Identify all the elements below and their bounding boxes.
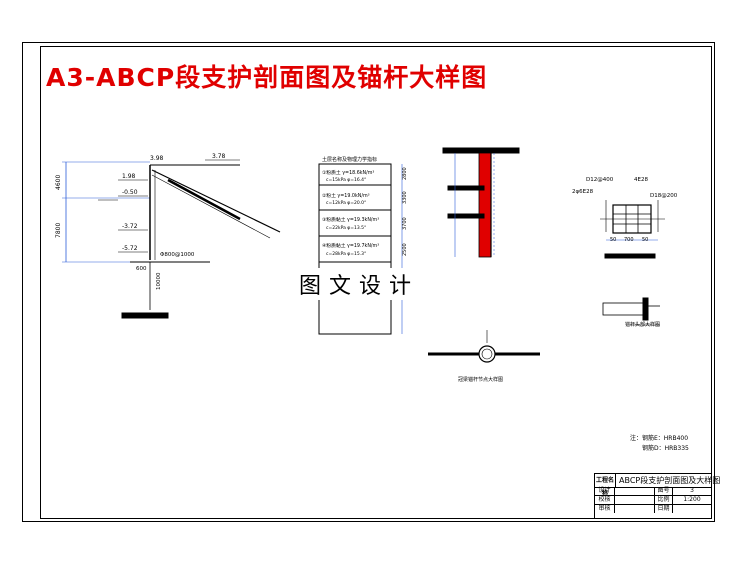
note-line-2: 钢筋D：HRB335	[642, 445, 689, 452]
pile-node-label: 冠梁锚杆节点大样图	[458, 376, 503, 383]
note-line-1: 注：钢筋E：HRB400	[630, 435, 689, 442]
title-block-cell	[673, 505, 711, 513]
soil-dim-1: 2800	[402, 167, 408, 180]
beam-dim-b: 700	[624, 237, 634, 243]
section-elev-1: 1.98	[122, 173, 136, 180]
soil-dim-3: 3700	[402, 217, 408, 230]
title-block-cell: 图号	[655, 487, 673, 495]
section-elev-3: -3.72	[122, 223, 138, 230]
soil-layer-2-line2: c=12kPa φ=20.0°	[326, 200, 366, 206]
title-block-cell: 校核	[595, 496, 615, 504]
pile-node-detail	[428, 330, 540, 363]
section-pile-label: Φ800@1000	[160, 252, 195, 258]
soil-layer-4-line2: c=28kPa φ=15.3°	[326, 251, 366, 257]
title-block-cell: 1:200	[683, 496, 701, 503]
beam-dim-c: 50	[642, 237, 648, 243]
soil-dim-4: 2500	[402, 243, 408, 256]
wall-detail	[442, 147, 520, 258]
drawing-title: A3-ABCP段支护剖面图及锚杆大样图	[46, 63, 488, 92]
section-pile-depth: 10000	[156, 272, 162, 290]
title-block-row-1: 设计 图号 3	[595, 487, 711, 496]
soil-layer-3-line2: c=22kPa φ=13.5°	[326, 225, 366, 231]
title-block-header: 工程名称 ABCP段支护剖面图及大样图	[595, 474, 720, 497]
soil-column	[318, 163, 403, 335]
title-block: 工程名称 ABCP段支护剖面图及大样图 设计 图号 3 校核 比例 1:200 …	[594, 473, 720, 519]
title-block-cell: 日期	[655, 505, 673, 513]
beam-detail	[600, 200, 665, 259]
section-left-dim-bottom: 7800	[55, 223, 62, 238]
beam-label-4: D18@200	[650, 193, 678, 199]
support-section	[62, 159, 281, 319]
soil-layer-1-line1: ①粉质土 γ=18.6kN/m³	[322, 169, 374, 176]
title-block-row-2: 校核 比例 1:200	[595, 496, 711, 505]
title-block-drawing-name: ABCP段支护剖面图及大样图	[619, 476, 721, 485]
soil-layer-4-line1: ④粉质黏土 γ=19.7kN/m³	[322, 242, 379, 249]
section-bottom-dim: 600	[136, 266, 147, 272]
title-block-cell: 比例	[655, 496, 673, 504]
beam-label-3: 2φ6E28	[572, 189, 594, 195]
title-block-cell	[615, 505, 655, 513]
title-block-row-3: 审核 日期	[595, 505, 711, 513]
section-top-elev: 3.98	[150, 155, 164, 162]
beam-label-2: 4E28	[634, 177, 648, 183]
title-block-cell: 审核	[595, 505, 615, 513]
soil-layer-1-line2: c=15kPa φ=16.4°	[326, 177, 366, 183]
title-block-cell	[615, 487, 655, 495]
drawing-outer-frame	[22, 42, 715, 522]
title-block-design-label: 工程名称	[595, 474, 616, 497]
beam-dim-a: 50	[610, 237, 616, 243]
anchor-head-label: 锚杆头部大样图	[625, 321, 660, 328]
soil-layer-2-line1: ②粉土 γ=19.0kN/m³	[322, 192, 370, 199]
soil-header: 土层名称及物理力学指标	[322, 156, 377, 163]
soil-dim-2: 3300	[402, 191, 408, 204]
drawing-inner-frame	[40, 46, 712, 519]
anchor-head-detail	[602, 297, 660, 326]
section-left-dim-top: 4600	[55, 175, 62, 190]
watermark-text: 图文设计	[296, 268, 423, 300]
title-block-cell: 设计	[595, 487, 615, 495]
beam-label-1: D12@400	[586, 177, 614, 183]
section-elev-2: -0.50	[122, 189, 138, 196]
title-block-cell: 3	[690, 487, 694, 494]
title-block-cell	[615, 496, 655, 504]
section-elev-4: -5.72	[122, 245, 138, 252]
soil-layer-3-line1: ③粉质黏土 γ=19.3kN/m³	[322, 216, 379, 223]
section-right-elev: 3.78	[212, 153, 226, 160]
